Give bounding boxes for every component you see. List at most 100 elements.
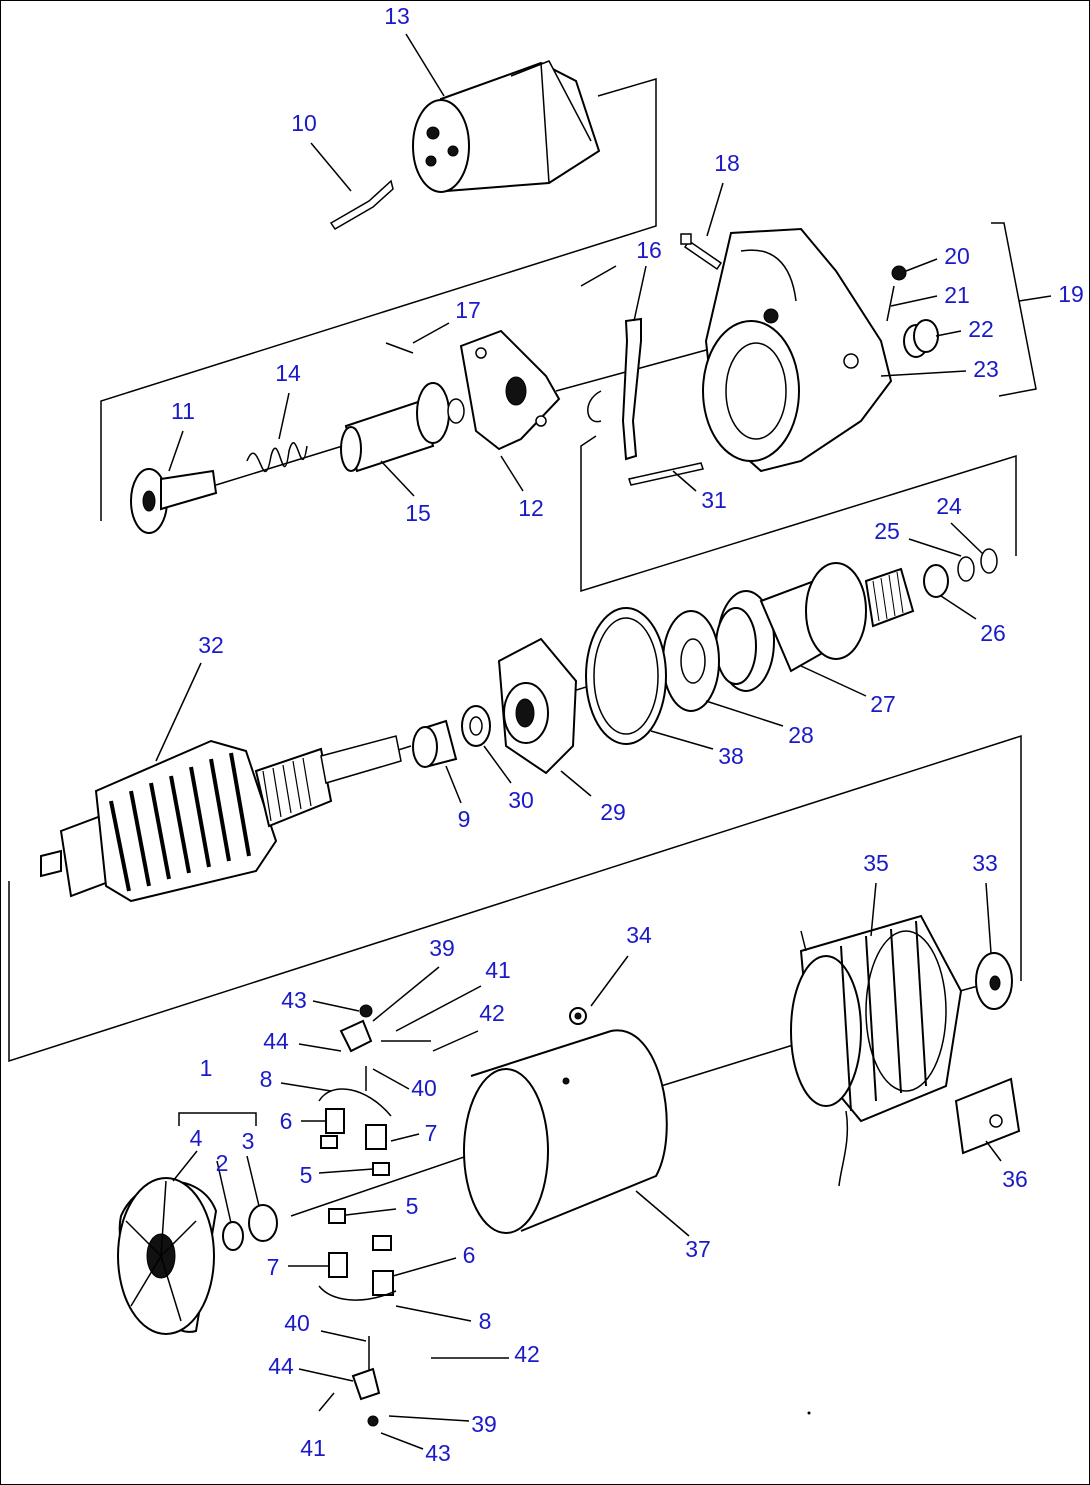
label-7b: 7 xyxy=(267,1254,280,1280)
leader-40b xyxy=(320,1330,367,1342)
nut-34 xyxy=(569,1007,587,1025)
label-5b: 5 xyxy=(406,1193,419,1219)
label-21: 21 xyxy=(944,282,970,308)
label-12: 12 xyxy=(518,495,544,521)
label-6b: 6 xyxy=(463,1242,476,1268)
stray-dot xyxy=(807,1411,811,1415)
label-24: 24 xyxy=(936,493,962,519)
bushing-9 xyxy=(412,719,458,768)
leader-19 xyxy=(1018,295,1052,302)
label-42a: 42 xyxy=(479,1000,505,1026)
solenoid-group-bracket xyxy=(100,77,657,521)
label-19: 19 xyxy=(1058,281,1084,307)
label-39b: 39 xyxy=(471,1411,497,1437)
leader-35 xyxy=(870,882,877,937)
leader-40a xyxy=(372,1068,410,1090)
label-37: 37 xyxy=(685,1236,711,1262)
leader-39b xyxy=(388,1415,470,1422)
leader-lines xyxy=(155,33,1052,1450)
return-spring xyxy=(246,442,308,473)
seal-30 xyxy=(461,705,491,747)
leader-8b xyxy=(395,1305,472,1322)
label-39a: 39 xyxy=(429,935,455,961)
label-28: 28 xyxy=(788,722,814,748)
label-25: 25 xyxy=(874,518,900,544)
leader-17 xyxy=(412,322,450,344)
label-44b: 44 xyxy=(268,1353,294,1379)
label-43b: 43 xyxy=(425,1440,451,1466)
leader-5a xyxy=(318,1168,374,1174)
leader-12 xyxy=(500,455,524,492)
pin xyxy=(385,342,414,354)
label-42b: 42 xyxy=(514,1341,540,1367)
label-11: 11 xyxy=(171,398,195,424)
gasket xyxy=(585,607,667,745)
center-bracket xyxy=(497,637,578,775)
leader-43b xyxy=(380,1432,424,1450)
yoke xyxy=(463,1029,668,1234)
label-33: 33 xyxy=(972,850,998,876)
label-30: 30 xyxy=(508,787,534,813)
label-18: 18 xyxy=(714,150,740,176)
key-31 xyxy=(628,462,704,486)
leader-24 xyxy=(950,522,984,555)
leader-29 xyxy=(560,770,592,797)
leader-22 xyxy=(935,330,962,337)
label-23: 23 xyxy=(973,356,999,382)
label-32: 32 xyxy=(198,632,224,658)
leader-27 xyxy=(800,665,867,697)
label-38: 38 xyxy=(718,743,744,769)
cover-plate xyxy=(459,329,561,451)
leader-11 xyxy=(168,430,184,472)
housing-hardware xyxy=(886,265,939,358)
housing-group-bracket xyxy=(580,435,1017,593)
leader-34 xyxy=(590,955,629,1007)
leader-31 xyxy=(672,470,697,492)
label-1: 1 xyxy=(200,1055,213,1081)
leader-20 xyxy=(905,258,938,272)
leader-21 xyxy=(890,295,938,307)
label-41b: 41 xyxy=(300,1435,326,1461)
armature xyxy=(40,735,402,903)
label-44a: 44 xyxy=(263,1028,289,1054)
leader-26 xyxy=(940,595,977,620)
leader-39a xyxy=(372,966,440,1022)
label-5a: 5 xyxy=(300,1162,313,1188)
brush-holder-upper xyxy=(318,1004,431,1176)
leader-6b xyxy=(392,1257,457,1277)
bolt-18 xyxy=(680,233,723,271)
label-34: 34 xyxy=(626,922,652,948)
leader-43a xyxy=(312,1000,360,1012)
label-31: 31 xyxy=(701,487,727,513)
leader-38 xyxy=(650,730,714,750)
label-7a: 7 xyxy=(425,1120,438,1146)
label-9: 9 xyxy=(458,806,471,832)
label-16: 16 xyxy=(636,237,662,263)
pinion-shaft xyxy=(130,468,218,534)
label-10: 10 xyxy=(291,110,317,136)
label-13: 13 xyxy=(384,3,410,29)
leader-4 xyxy=(172,1150,198,1182)
leader-41a xyxy=(395,985,482,1032)
label-20: 20 xyxy=(944,243,970,269)
label-29: 29 xyxy=(600,799,626,825)
brush-holder-lower xyxy=(318,1208,397,1427)
leader-28 xyxy=(705,700,784,727)
leader-3 xyxy=(246,1155,260,1207)
thrust-washer xyxy=(662,610,720,712)
drive-housing xyxy=(702,227,893,473)
leader-9 xyxy=(445,765,462,804)
washer-33 xyxy=(975,952,1013,1010)
label-2: 2 xyxy=(216,1150,229,1176)
label-27: 27 xyxy=(870,691,896,717)
label-17: 17 xyxy=(455,297,481,323)
part-labels: 13 10 11 14 15 12 17 16 18 20 21 22 23 1… xyxy=(171,3,1084,1466)
leader-23 xyxy=(880,370,967,377)
leader-30 xyxy=(483,745,512,784)
label-15: 15 xyxy=(405,500,431,526)
leader-16 xyxy=(633,265,647,322)
label-40b: 40 xyxy=(284,1310,310,1336)
plunger-rod xyxy=(329,179,394,231)
